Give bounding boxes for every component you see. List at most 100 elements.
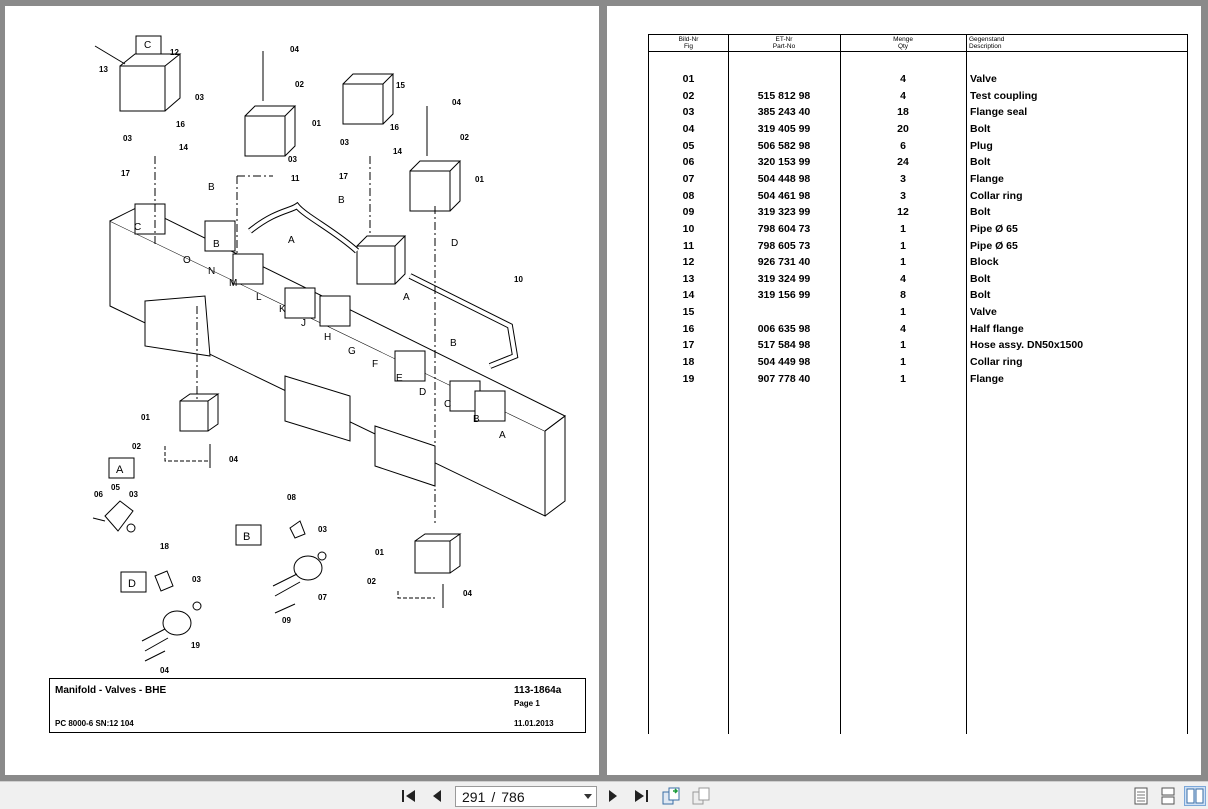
part-fig: 01 <box>682 73 695 85</box>
part-number: 504 449 98 <box>757 356 811 369</box>
part-fig: 12 <box>682 256 695 269</box>
part-description: Bolt <box>970 272 991 285</box>
page-number-select[interactable]: 291 / 786 <box>455 786 597 807</box>
two-page-icon[interactable] <box>1184 786 1206 806</box>
callout: 02 <box>132 442 141 451</box>
part-description: Bolt <box>970 289 991 302</box>
port-letter: J <box>301 318 306 329</box>
part-fig: 08 <box>682 189 695 202</box>
port-letter: L <box>256 292 262 303</box>
part-qty: 8 <box>900 289 906 302</box>
callout: 15 <box>396 81 405 90</box>
callout: 18 <box>160 542 169 551</box>
callout: 04 <box>160 666 169 675</box>
callout: 05 <box>111 483 120 492</box>
skip-last-icon[interactable] <box>629 786 653 806</box>
document-number: 113-1864a <box>514 685 562 696</box>
part-number: 515 812 98 <box>757 89 811 102</box>
part-qty: 1 <box>900 372 906 385</box>
part-fig: 07 <box>682 172 695 185</box>
part-description: Plug <box>970 139 993 152</box>
callout: 17 <box>121 169 130 178</box>
callout: B <box>243 531 250 543</box>
part-description: Valve <box>970 306 997 319</box>
part-number: 319 323 99 <box>757 206 811 219</box>
callout: 11 <box>291 174 300 183</box>
chevron-down-icon <box>584 794 592 799</box>
title-block: Manifold - Valves - BHE 113-1864a Page 1… <box>49 678 586 733</box>
callout: 12 <box>170 48 179 57</box>
next-page-icon[interactable] <box>602 786 624 806</box>
skip-first-icon[interactable] <box>398 786 420 806</box>
part-qty: 1 <box>900 356 906 369</box>
callout: B <box>450 338 457 349</box>
part-description: Hose assy. DN50x1500 <box>970 339 1084 352</box>
callout: 17 <box>339 172 348 181</box>
callout: 01 <box>141 413 150 422</box>
part-description: Pipe Ø 65 <box>970 239 1018 252</box>
part-fig: 10 <box>682 222 695 235</box>
port-letter: H <box>324 332 331 343</box>
part-number: 517 584 98 <box>757 339 811 352</box>
callout: 14 <box>179 143 188 152</box>
part-number: 506 582 98 <box>757 139 811 152</box>
part-fig: 09 <box>682 206 695 219</box>
rotate-back-icon[interactable] <box>689 786 713 806</box>
port-letter: A <box>499 430 506 441</box>
part-fig: 02 <box>682 89 695 102</box>
part-description: Flange <box>970 372 1004 385</box>
part-qty: 24 <box>897 156 909 169</box>
callout: 04 <box>229 455 238 464</box>
part-fig: 15 <box>682 306 695 319</box>
part-fig: 05 <box>682 139 695 152</box>
port-letter: F <box>372 359 378 370</box>
part-fig: 19 <box>682 372 695 385</box>
port-letter: C <box>444 399 451 410</box>
part-number: 504 448 98 <box>757 172 811 185</box>
rotate-icon[interactable] <box>659 786 683 806</box>
header-divider <box>649 51 1187 52</box>
part-qty: 4 <box>900 73 906 85</box>
callout: 03 <box>318 525 327 534</box>
callout: 16 <box>390 123 399 132</box>
port-letter: B <box>213 239 220 250</box>
port-letter: B <box>473 414 480 425</box>
column-divider <box>728 35 729 734</box>
callout: 02 <box>460 133 469 142</box>
part-qty: 18 <box>897 106 909 119</box>
column-divider <box>840 35 841 734</box>
part-qty: 1 <box>900 222 906 235</box>
part-description: Flange <box>970 172 1004 185</box>
callout: 01 <box>375 548 384 557</box>
callout: D <box>128 578 136 590</box>
part-fig: 03 <box>682 106 695 119</box>
part-number: 504 461 98 <box>757 189 811 202</box>
part-description: Bolt <box>970 122 991 135</box>
viewer-toolbar: 291 / 786 <box>0 781 1208 809</box>
part-qty: 1 <box>900 256 906 269</box>
page-separator: / <box>491 788 496 805</box>
single-page-icon[interactable] <box>1131 786 1151 806</box>
part-number: 006 635 98 <box>757 322 811 335</box>
part-description: Flange seal <box>970 106 1028 119</box>
callout: C <box>144 40 151 51</box>
callout: 03 <box>340 138 349 147</box>
continuous-icon[interactable] <box>1158 786 1178 806</box>
callout: 03 <box>123 134 132 143</box>
part-qty: 4 <box>900 322 906 335</box>
part-number: 319 324 99 <box>757 272 811 285</box>
callout: 19 <box>191 641 200 650</box>
prev-page-icon[interactable] <box>426 786 448 806</box>
